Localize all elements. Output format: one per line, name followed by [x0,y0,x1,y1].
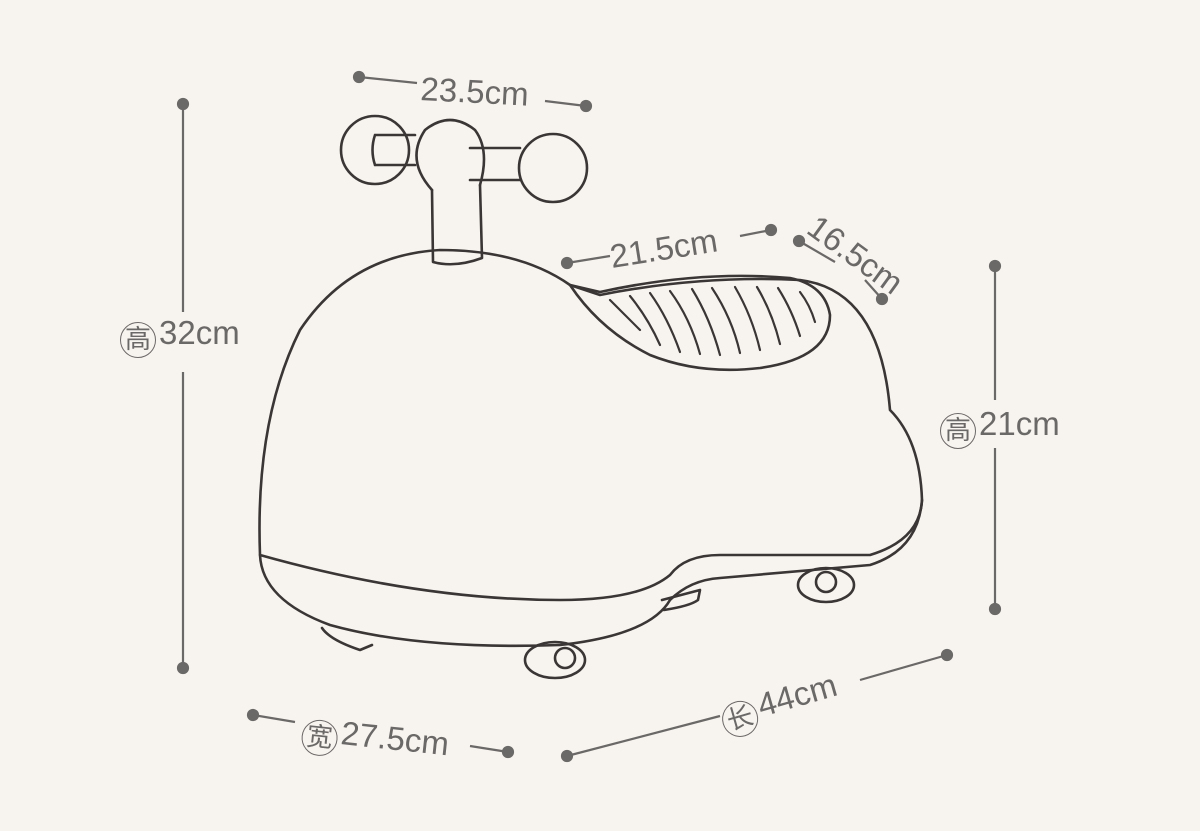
toy-body [258,248,924,602]
wheel-front-center [523,640,587,680]
handlebar [371,133,522,182]
handle-hub [415,118,486,192]
seat-grooves [608,285,817,357]
total-height-value: 32cm [159,314,240,351]
dim-line-total-height [176,97,190,675]
wheel-front-left [320,626,374,652]
seat [568,274,832,372]
handle-stem [430,183,484,266]
width-prefix-badge: 宽 [299,718,340,758]
dim-line-seat-length [560,223,778,270]
label-seat-width: 16.5cm [801,208,910,302]
handle-knob-left [339,114,411,186]
dim-line-seat-width [792,234,889,306]
height-prefix-badge: 高 [120,322,156,358]
body-height-prefix-badge: 高 [940,413,976,449]
handle-knob-right [517,132,589,204]
dim-line-body-height [988,259,1002,616]
wheel-rear [796,566,856,604]
wheel-front-center-hub [553,646,577,670]
label-seat-length: 21.5cm [607,221,720,274]
wheel-rear-hub [814,570,838,594]
wheel-mid [660,588,702,612]
dim-line-width [246,708,515,759]
toy-base [258,498,924,648]
dim-line-handle-width [352,70,593,113]
body-height-value: 21cm [979,405,1060,442]
label-handle-width: 23.5cm [420,70,530,113]
dim-line-length [560,648,954,763]
